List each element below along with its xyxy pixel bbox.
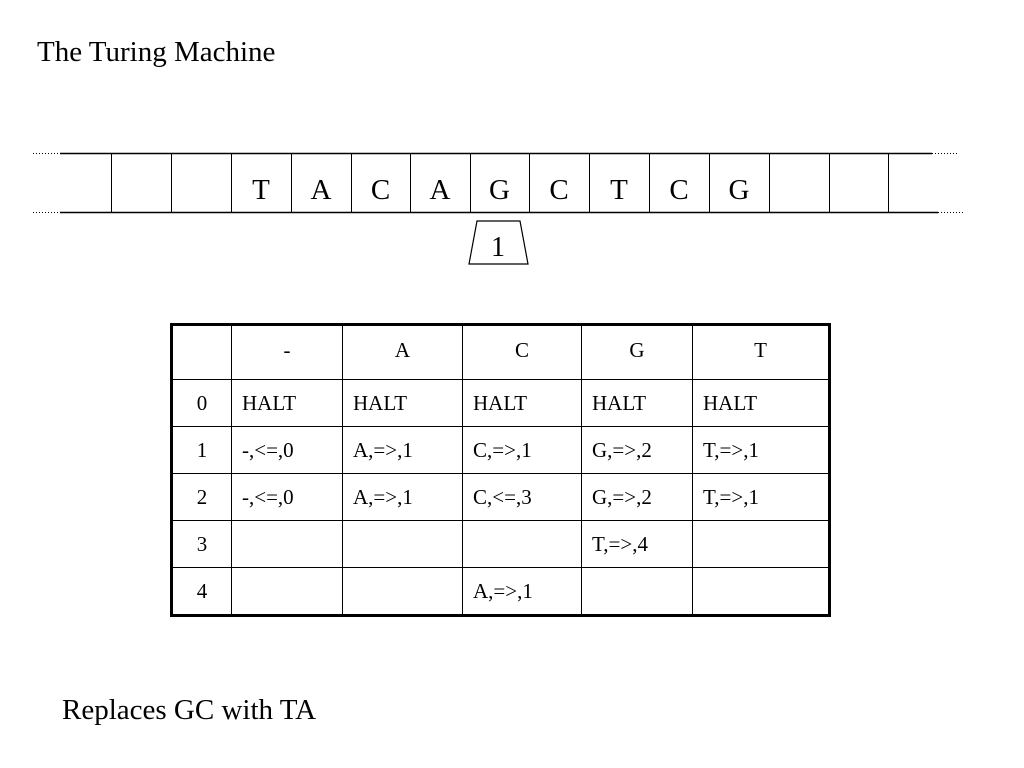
transition-cell xyxy=(581,567,693,616)
state-cell: 3 xyxy=(171,520,232,568)
transition-cell: HALT xyxy=(342,379,463,427)
transition-cell xyxy=(231,520,343,568)
tape-head-state: 1 xyxy=(491,232,505,263)
tape-cell-symbol: T xyxy=(252,174,270,206)
transition-cell: C,=>,1 xyxy=(462,426,582,474)
tape-cell-symbol: C xyxy=(549,174,568,206)
transition-cell: HALT xyxy=(581,379,693,427)
header-symbol-cell: - xyxy=(231,324,343,380)
transition-cell: G,=>,2 xyxy=(581,473,693,521)
state-cell: 0 xyxy=(171,379,232,427)
state-cell: 4 xyxy=(171,567,232,616)
tape-cell-symbol: G xyxy=(489,174,510,206)
transition-cell: HALT xyxy=(231,379,343,427)
transition-cell xyxy=(342,567,463,616)
header-symbol-cell: G xyxy=(581,324,693,380)
slide-title: The Turing Machine xyxy=(37,36,276,68)
state-cell: 1 xyxy=(171,426,232,474)
tape-cell-symbol: T xyxy=(610,174,628,206)
header-symbol-cell: T xyxy=(692,324,830,380)
transition-cell: A,=>,1 xyxy=(462,567,582,616)
transition-cell: T,=>,1 xyxy=(692,473,830,521)
state-cell: 2 xyxy=(171,473,232,521)
transition-cell xyxy=(231,567,343,616)
tape-head xyxy=(468,220,529,265)
transition-cell: C,<=,3 xyxy=(462,473,582,521)
transition-cell xyxy=(462,520,582,568)
transition-cell xyxy=(692,567,830,616)
header-corner-cell xyxy=(171,324,232,380)
header-symbol-cell: C xyxy=(462,324,582,380)
transition-cell: HALT xyxy=(462,379,582,427)
transition-cell: T,=>,1 xyxy=(692,426,830,474)
caption: Replaces GC with TA xyxy=(62,694,317,726)
tape-cell-symbol: C xyxy=(371,174,390,206)
header-symbol-cell: A xyxy=(342,324,463,380)
transition-cell: G,=>,2 xyxy=(581,426,693,474)
tape-cell-symbol: A xyxy=(311,174,332,206)
transition-cell: -,<=,0 xyxy=(231,426,343,474)
transition-cell: A,=>,1 xyxy=(342,473,463,521)
transition-cell: HALT xyxy=(692,379,830,427)
transition-cell xyxy=(342,520,463,568)
tape-cell-symbol: C xyxy=(669,174,688,206)
transition-cell xyxy=(692,520,830,568)
tape-cell-symbol: G xyxy=(729,174,750,206)
transition-cell: T,=>,4 xyxy=(581,520,693,568)
transition-cell: -,<=,0 xyxy=(231,473,343,521)
table-row: 4 A,=>,1 xyxy=(171,567,830,616)
tape-cell-symbol: A xyxy=(430,174,451,206)
transition-cell: A,=>,1 xyxy=(342,426,463,474)
table-row: 3 T,=>,4 xyxy=(171,520,830,568)
turing-tape: T A C A G C T C G 1 xyxy=(33,152,965,265)
